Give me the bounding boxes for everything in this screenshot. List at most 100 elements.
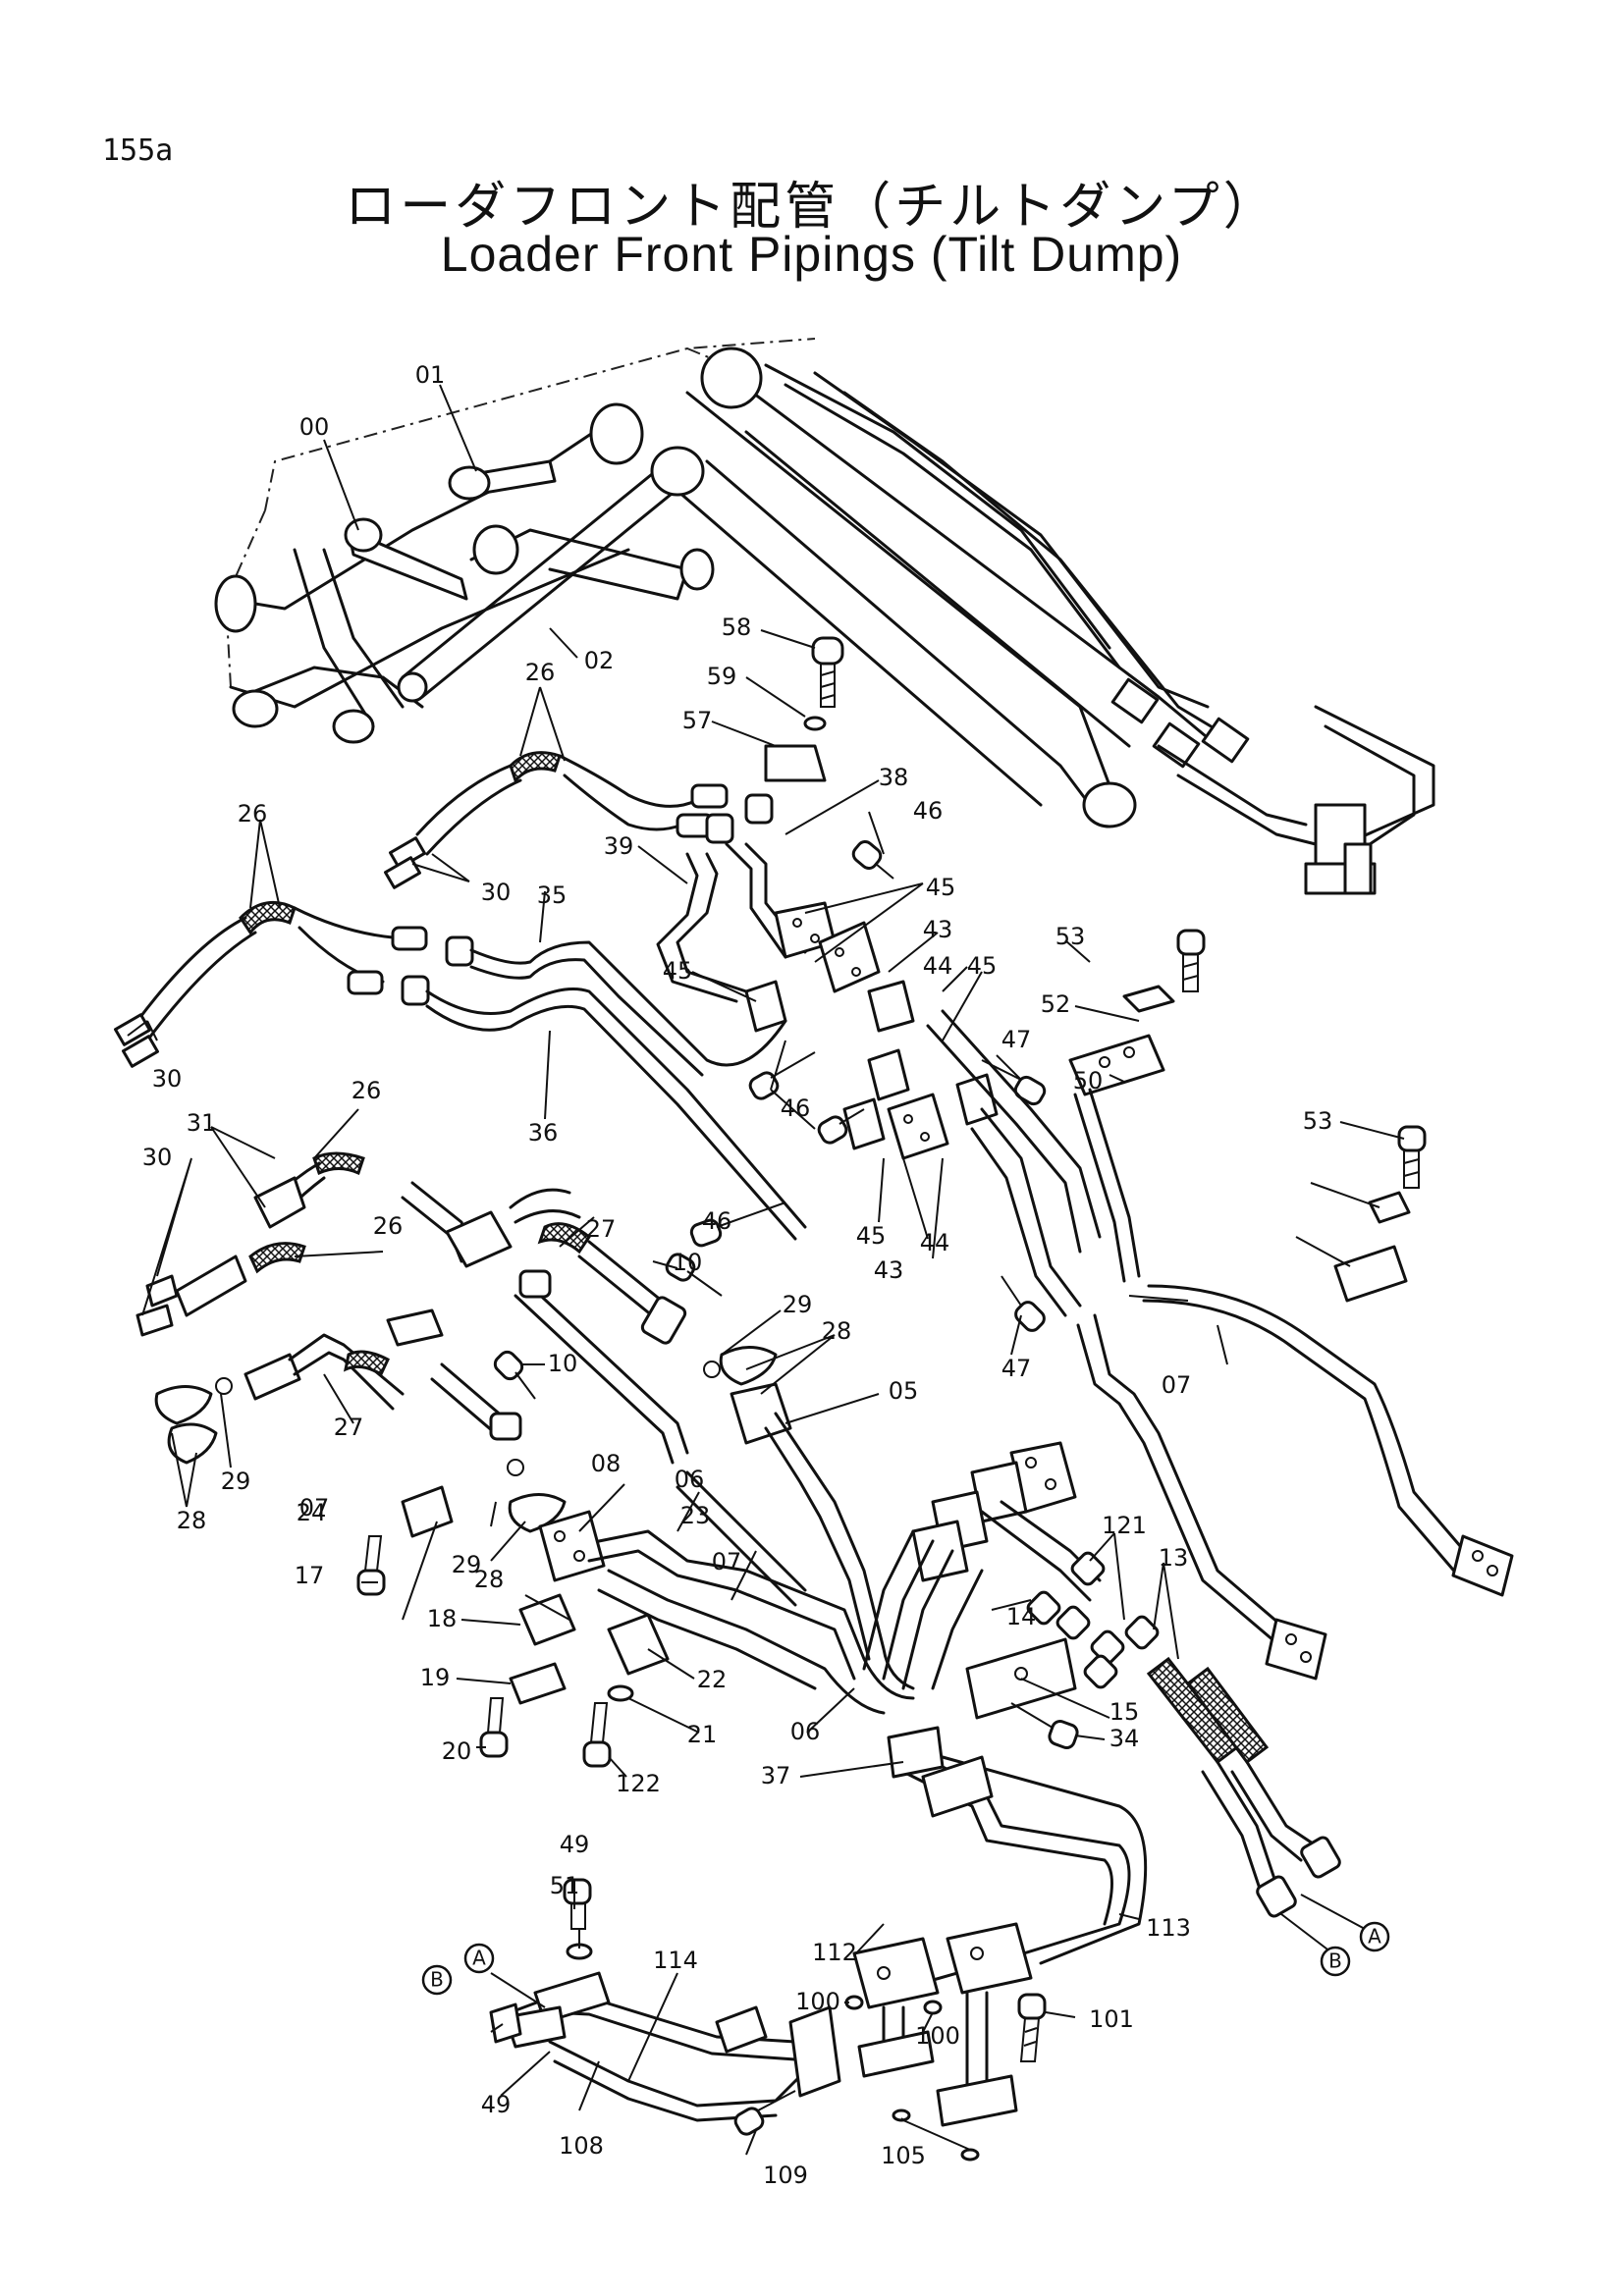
callout-label: 49 (560, 1831, 590, 1858)
callout-label: 27 (334, 1414, 364, 1441)
title-english: Loader Front Pipings (Tilt Dump) (440, 227, 1183, 282)
connector-b-label: B (430, 1968, 444, 1992)
callout-label: 37 (761, 1762, 791, 1789)
callout-label: 24 (297, 1499, 327, 1526)
callout-label: 15 (1109, 1698, 1140, 1726)
callout-label: 21 (687, 1721, 718, 1748)
callout-label: 49 (481, 2091, 512, 2118)
center-flange-blocks (689, 839, 1102, 1332)
callout-label: 23 (680, 1502, 711, 1529)
callout-label: 07 (712, 1548, 742, 1575)
callout-label: 19 (420, 1664, 451, 1691)
connector-b-circle (1320, 1946, 1351, 1977)
callout-label: 30 (142, 1144, 173, 1171)
callout-label: 45 (663, 957, 693, 985)
connector-a-circle (463, 1943, 495, 1974)
callout-label: 34 (1109, 1725, 1140, 1752)
connector-a-label: A (472, 1947, 486, 1970)
callout-label: 01 (415, 361, 446, 389)
callout-label: 53 (1303, 1107, 1333, 1135)
callout-label: 47 (1001, 1355, 1032, 1382)
callout-label: 10 (548, 1350, 578, 1377)
callout-label: 51 (550, 1872, 580, 1899)
connector-a-label: A (1368, 1925, 1381, 1949)
callout-label: 59 (707, 663, 737, 690)
callout-label: 100 (795, 1988, 840, 2015)
callout-label: 112 (812, 1939, 857, 1966)
right-clamps-and-pipes (1068, 929, 1514, 1681)
callout-label: 46 (702, 1207, 732, 1235)
callout-label: 52 (1041, 990, 1071, 1018)
callout-labels: 01 00 02 26 58 59 57 38 46 39 30 35 45 2… (142, 361, 1333, 2189)
callout-label: 06 (790, 1718, 821, 1745)
callout-label: 29 (221, 1468, 251, 1495)
callout-label: 53 (1055, 923, 1086, 950)
callout-label: 00 (299, 413, 330, 441)
callout-label: 44 (920, 1229, 950, 1256)
connector-b-circle (421, 1964, 453, 1996)
connector-markers: A B A B (421, 1921, 1390, 1996)
upper-hose-group (114, 636, 844, 1241)
callout-label: 38 (879, 764, 909, 791)
callout-label: 43 (923, 916, 953, 943)
connector-b-label: B (1328, 1949, 1342, 1973)
callout-label: 44 (923, 952, 953, 980)
callout-label: 36 (528, 1119, 559, 1147)
bottom-valve-manifold (489, 1726, 1148, 2162)
callout-label: 28 (474, 1566, 505, 1593)
callout-label: 45 (856, 1222, 887, 1250)
callout-label: 45 (967, 952, 998, 980)
callout-label: 28 (177, 1507, 207, 1534)
callout-label: 47 (1001, 1026, 1032, 1053)
callout-label: 50 (1073, 1067, 1104, 1095)
callout-label: 45 (926, 874, 956, 901)
loader-boom-assembly (214, 338, 1435, 895)
callout-label: 105 (881, 2142, 926, 2169)
callout-label: 22 (697, 1666, 728, 1693)
callout-label: 18 (427, 1605, 458, 1632)
leader-lines (127, 384, 1405, 2156)
callout-label: 28 (822, 1317, 852, 1345)
callout-label: 27 (586, 1215, 617, 1243)
callout-label: 58 (722, 614, 752, 641)
callout-label: 121 (1102, 1512, 1147, 1539)
callout-label: 35 (537, 881, 568, 909)
callout-label: 31 (187, 1109, 217, 1137)
callout-label: 109 (763, 2162, 808, 2189)
callout-label: 30 (481, 879, 512, 906)
callout-label: 26 (373, 1212, 404, 1240)
callout-label: 17 (295, 1562, 325, 1589)
callout-label: 113 (1146, 1914, 1191, 1942)
callout-label: 46 (781, 1095, 811, 1122)
callout-label: 05 (889, 1377, 919, 1405)
page-number: 155a (102, 133, 174, 168)
callout-label: 20 (442, 1737, 472, 1765)
callout-label: 07 (299, 1494, 330, 1522)
title-japanese: ローダフロント配管（チルトダンプ） (345, 178, 1278, 237)
callout-label: 07 (1162, 1371, 1192, 1399)
callout-label: 43 (874, 1256, 904, 1284)
callout-label: 13 (1159, 1544, 1189, 1572)
callout-label: 39 (604, 832, 634, 860)
callout-label: 06 (675, 1466, 705, 1493)
callout-label: 26 (238, 800, 268, 828)
callout-label: 29 (783, 1291, 813, 1318)
callout-label: 02 (584, 647, 615, 674)
middle-hose-group (135, 1151, 778, 1533)
callout-label: 114 (653, 1947, 698, 1974)
callout-label: 57 (682, 707, 713, 734)
callout-label: 08 (591, 1450, 622, 1477)
callout-label: 46 (913, 797, 944, 825)
callout-label: 14 (1006, 1603, 1037, 1630)
connector-a-circle (1359, 1921, 1390, 1952)
callout-label: 108 (559, 2132, 604, 2160)
callout-label: 29 (452, 1551, 482, 1578)
callout-label: 100 (915, 2022, 960, 2050)
callout-label: 101 (1089, 2005, 1134, 2033)
lower-manifold-pipes (356, 1382, 1341, 1918)
callout-label: 10 (673, 1249, 703, 1276)
callout-label: 122 (616, 1770, 661, 1797)
callout-label: 26 (525, 659, 556, 686)
callout-label: 30 (152, 1065, 183, 1093)
